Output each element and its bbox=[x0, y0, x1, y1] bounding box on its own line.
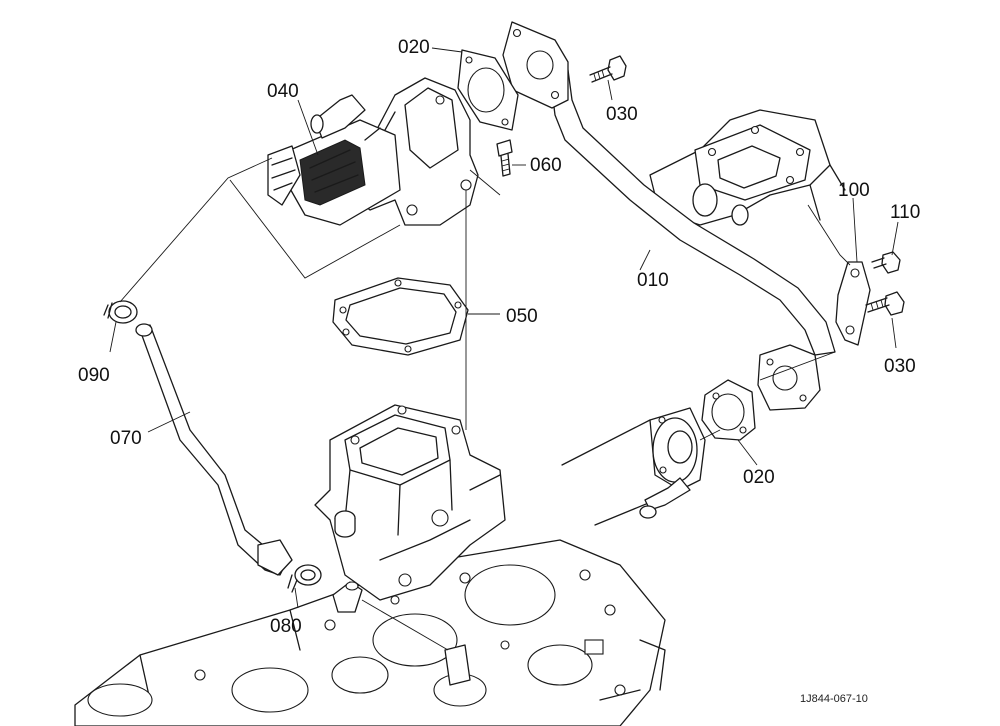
egr-pipe bbox=[502, 21, 836, 411]
clamp-080 bbox=[287, 564, 322, 593]
egr-valve bbox=[267, 77, 479, 226]
label-030-top: 030 bbox=[606, 104, 638, 125]
label-070: 070 bbox=[110, 428, 142, 449]
leader-lines bbox=[109, 47, 899, 651]
label-100: 100 bbox=[838, 180, 870, 201]
label-050: 050 bbox=[506, 306, 538, 327]
gasket-upper bbox=[457, 49, 519, 131]
label-020-bottom: 020 bbox=[743, 467, 775, 488]
engine-block bbox=[74, 539, 666, 726]
label-010: 010 bbox=[637, 270, 669, 291]
bracket bbox=[835, 261, 871, 346]
label-110: 110 bbox=[890, 202, 920, 223]
label-030-right: 030 bbox=[884, 356, 916, 377]
label-060: 060 bbox=[530, 155, 562, 176]
intake-manifold bbox=[314, 404, 506, 601]
exhaust-manifold bbox=[649, 109, 846, 226]
bolt-110 bbox=[871, 251, 901, 274]
union-fitting bbox=[332, 581, 363, 613]
bolt-030-top bbox=[589, 55, 627, 83]
bolt-030-right bbox=[865, 291, 905, 316]
bolt-060 bbox=[496, 139, 513, 177]
gasket-050 bbox=[332, 277, 469, 356]
label-020-top: 020 bbox=[398, 37, 430, 58]
egr-cooler bbox=[561, 407, 706, 526]
reference-code: 1J844-067-10 bbox=[800, 693, 868, 705]
label-040: 040 bbox=[267, 81, 299, 102]
clamp-090 bbox=[103, 300, 138, 324]
label-090: 090 bbox=[78, 365, 110, 386]
gasket-lower bbox=[701, 379, 756, 441]
label-080: 080 bbox=[270, 616, 302, 637]
hose-070 bbox=[135, 323, 293, 576]
